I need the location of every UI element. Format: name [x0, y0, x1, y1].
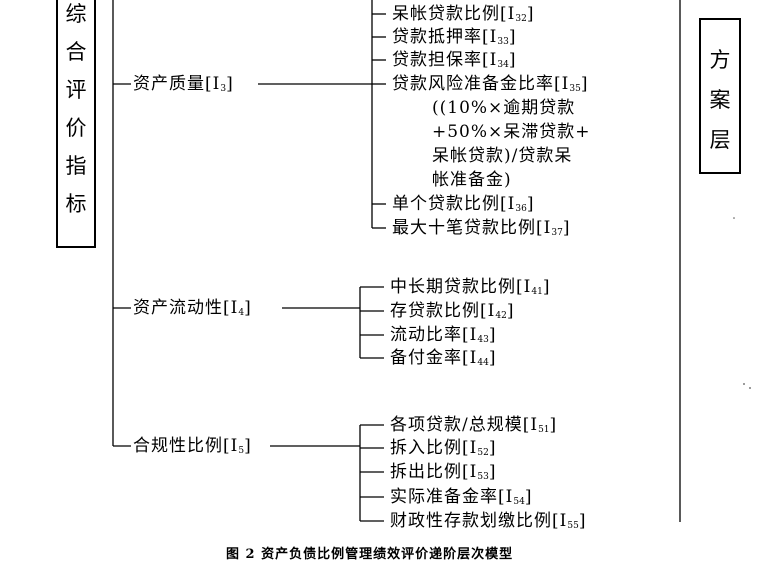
formula-line: ((10%×逾期贷款	[432, 98, 576, 118]
left-box-char: 合	[65, 40, 87, 64]
group-label-asset-liquidity: 资产流动性[I4]	[133, 298, 252, 318]
item-label: 实际准备金率[I54]	[390, 487, 533, 507]
item-label: 拆入比例[I52]	[390, 438, 497, 458]
item-label: 贷款担保率[I34]	[392, 50, 517, 70]
item-label: 贷款抵押率[I33]	[392, 27, 517, 47]
right-box-char: 方	[709, 48, 731, 72]
left-box-char: 指	[65, 154, 87, 178]
item-label: 最大十笔贷款比例[I37]	[392, 218, 571, 238]
figure-caption: 图 2 资产负债比例管理绩效评价递阶层次模型	[226, 547, 514, 562]
item-label: 各项贷款/总规模[I51]	[390, 415, 558, 435]
item-label: 中长期贷款比例[I41]	[390, 277, 551, 297]
formula-line: 呆帐贷款)/贷款呆	[432, 146, 573, 166]
item-label: 存贷款比例[I42]	[390, 301, 515, 321]
scheme-layer-box: 方 案 层	[699, 18, 741, 174]
item-label: 财政性存款划缴比例[I55]	[390, 511, 587, 531]
item-label: 贷款风险准备金比率[I35]	[392, 74, 589, 94]
group-label-compliance-ratio: 合规性比例[I5]	[133, 436, 252, 456]
right-box-char: 案	[709, 88, 731, 112]
item-label: 备付金率[I44]	[390, 348, 497, 368]
formula-line: 帐准备金)	[432, 170, 512, 190]
item-label: 呆帐贷款比例[I32]	[392, 4, 535, 24]
left-box-char: 评	[65, 78, 87, 102]
left-box-char: 综	[65, 2, 87, 26]
right-box-char: 层	[709, 128, 731, 152]
group-label-asset-quality: 资产质量[I3]	[133, 74, 234, 94]
left-box-char: 价	[65, 116, 87, 140]
left-box-char: 标	[65, 192, 87, 216]
item-label: 流动比率[I43]	[390, 325, 497, 345]
evaluation-index-box: 综 合 评 价 指 标	[56, 0, 96, 248]
item-label: 单个贷款比例[I36]	[392, 194, 535, 214]
item-label: 拆出比例[I53]	[390, 462, 497, 482]
formula-line: +50%×呆滞贷款+	[432, 122, 591, 142]
